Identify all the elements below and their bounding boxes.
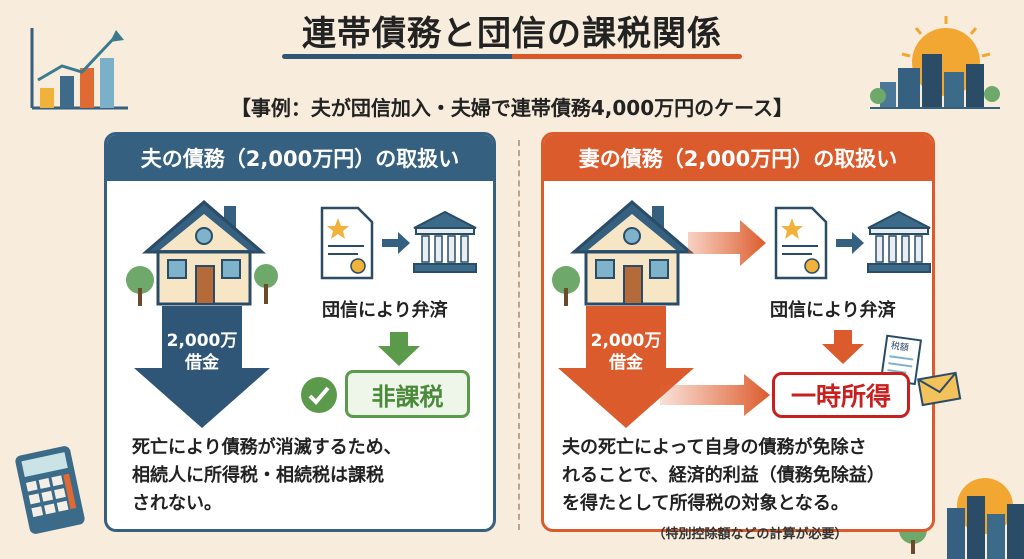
loan-label-right: 借金 <box>609 353 643 373</box>
loan-amount-right: 2,000万 借金 <box>576 330 676 374</box>
check-icon <box>301 377 337 413</box>
calculation-note: （特別控除額などの計算が必要） <box>652 527 848 542</box>
wife-description: 夫の死亡によって自身の債務が免除さ れることで、経済的利益（債務免除益） を得た… <box>562 434 934 518</box>
orange-down-arrow <box>822 330 864 364</box>
certificate-icon <box>320 206 374 280</box>
orange-right-arrow-bottom <box>660 374 770 416</box>
certificate-icon <box>774 206 828 280</box>
husband-description: 死亡により債務が消滅するため、 相続人に所得税・相続税は課税 されない。 <box>132 434 492 518</box>
page-title: 連帯債務と団信の課税関係 <box>302 14 722 54</box>
description-line: 相続人に所得税・相続税は課税 <box>132 465 384 486</box>
tax-form-icon: 税額 <box>880 334 923 386</box>
temporary-income-badge: 一時所得 <box>772 372 910 418</box>
description-line: 夫の死亡によって自身の債務が免除さ <box>562 437 867 458</box>
description-line: れることで、経済的利益（債務免除益） <box>562 465 885 486</box>
wife-debt-panel: 妻の債務（2,000万円）の取扱い <box>541 132 935 532</box>
panel-divider <box>518 140 520 530</box>
loan-down-arrow <box>134 306 270 428</box>
arrow-right-icon <box>836 232 864 254</box>
description-line: 死亡により債務が消滅するため、 <box>132 437 402 458</box>
loan-amount-value-right: 2,000万 <box>590 331 662 351</box>
calculator-icon <box>15 446 85 534</box>
bank-icon <box>413 210 477 273</box>
nontax-badge: 非課税 <box>345 370 470 418</box>
city-sun-bottom-icon <box>947 478 1024 559</box>
description-line: を得たとして所得税の対象となる。 <box>562 493 849 514</box>
loan-label-left: 借金 <box>185 353 219 373</box>
arrow-right-icon <box>382 232 410 254</box>
house-icon <box>552 200 695 306</box>
city-sun-icon <box>870 16 1000 109</box>
loan-amount-left: 2,000万 借金 <box>152 330 252 374</box>
husband-debt-panel: 夫の債務（2,000万円）の取扱い <box>104 132 496 532</box>
orange-right-arrow-top <box>688 220 766 266</box>
description-line: されない。 <box>132 493 222 514</box>
house-icon <box>126 200 278 306</box>
bank-icon <box>867 210 931 273</box>
envelope-icon <box>917 371 962 407</box>
chart-icon <box>30 28 128 110</box>
repay-label-right: 団信により弁済 <box>770 300 896 321</box>
loan-amount-value-left: 2,000万 <box>166 331 238 351</box>
green-down-arrow <box>378 332 420 366</box>
repay-label-left: 団信により弁済 <box>322 300 448 321</box>
husband-panel-header: 夫の債務（2,000万円）の取扱い <box>107 135 493 181</box>
title-underline <box>282 54 742 59</box>
page-subtitle: 【事例：夫が団信加入・夫婦で連帯債務4,000万円のケース】 <box>230 96 794 120</box>
tax-form-label: 税額 <box>890 339 910 353</box>
wife-panel-header: 妻の債務（2,000万円）の取扱い <box>544 135 932 181</box>
